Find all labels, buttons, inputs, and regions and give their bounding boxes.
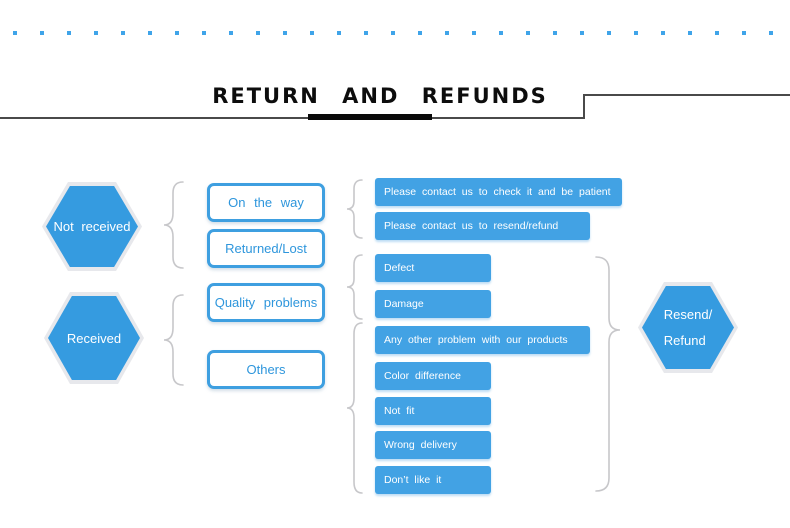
action-bar-color-difference-label: Color difference (384, 370, 461, 382)
curly-brace-received (163, 294, 184, 386)
action-bar-defect-label: Defect (384, 262, 415, 274)
hexagon-not-received: Not received (42, 182, 142, 271)
action-bar-check-patient: Please contact us to check it and be pat… (375, 178, 622, 206)
case-box-quality-problems-label: Quality problems (214, 295, 318, 310)
case-box-returned-lost: Returned/Lost (207, 229, 325, 268)
case-box-others: Others (207, 350, 325, 389)
action-bar-check-patient-label: Please contact us to check it and be pat… (384, 186, 611, 198)
case-box-returned-lost-label: Returned/Lost (225, 241, 307, 256)
curly-brace-others (346, 322, 363, 494)
hexagon-received-label: Received (48, 296, 140, 380)
dotted-divider (13, 31, 783, 35)
action-bar-any-other-problem: Any other problem with our products (375, 326, 590, 354)
curly-brace-on-the-way (346, 179, 363, 239)
action-bar-color-difference: Color difference (375, 362, 491, 390)
header-rule-right (583, 94, 790, 96)
hexagon-not-received-label: Not received (46, 186, 138, 267)
title-underline (308, 114, 432, 120)
header-rule-left (0, 117, 583, 119)
action-bar-wrong-delivery-label: Wrong delivery (384, 439, 457, 451)
action-bar-defect: Defect (375, 254, 491, 282)
page-title: RETURN AND REFUNDS (212, 84, 548, 108)
action-bar-not-fit-label: Not fit (384, 405, 415, 417)
case-box-on-the-way-label: On the way (228, 195, 304, 210)
hexagon-resend-refund: Resend/ Refund (638, 282, 738, 373)
action-bar-resend-refund: Please contact us to resend/refund (375, 212, 590, 240)
action-bar-not-fit: Not fit (375, 397, 491, 425)
action-bar-any-other-problem-label: Any other problem with our products (384, 334, 568, 346)
action-bar-damage-label: Damage (384, 298, 424, 310)
action-bar-wrong-delivery: Wrong delivery (375, 431, 491, 459)
curly-brace-quality-problems (346, 254, 363, 320)
case-box-on-the-way: On the way (207, 183, 325, 222)
action-bar-resend-refund-label: Please contact us to resend/refund (384, 220, 559, 232)
curly-brace-result (595, 256, 621, 492)
curly-brace-not-received (163, 181, 184, 269)
hexagon-resend-label: Resend/ (663, 307, 713, 323)
header-rule-step (583, 94, 585, 119)
action-bar-dont-like-it: Don’t like it (375, 466, 491, 494)
hexagon-resend-refund-labels: Resend/ Refund (642, 286, 734, 369)
case-box-others-label: Others (246, 362, 286, 377)
hexagon-refund-label: Refund (663, 332, 706, 348)
action-bar-damage: Damage (375, 290, 491, 318)
case-box-quality-problems: Quality problems (207, 283, 325, 322)
action-bar-dont-like-it-label: Don’t like it (384, 474, 442, 486)
hexagon-received: Received (44, 292, 144, 384)
